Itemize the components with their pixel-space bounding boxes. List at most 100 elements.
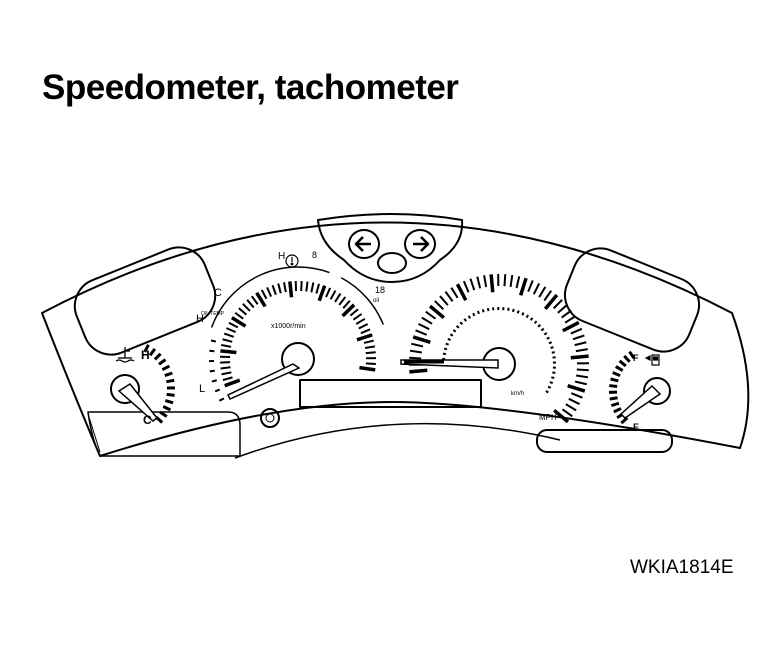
tachometer-needle [226, 363, 301, 400]
tachometer-tick [315, 283, 321, 294]
temp-gauge-tick [164, 399, 174, 405]
speedometer-kmh-tick [549, 381, 554, 384]
fuel-gauge-tick [610, 377, 619, 383]
speedometer-tick [562, 320, 580, 333]
tachometer-tick [271, 284, 277, 296]
speedometer-tick [509, 274, 514, 288]
speedometer-tick [564, 315, 576, 324]
speedometer-kmh-tick [452, 329, 457, 333]
speedometer-kmh-tick [512, 308, 515, 313]
speedometer-kmh-tick [476, 310, 480, 315]
temp-hot-label: H [141, 348, 150, 362]
speedometer-kmh-tick [507, 307, 510, 311]
fuel-empty-label: E [633, 422, 639, 432]
speedometer-tick [409, 368, 428, 374]
speedometer-kmh-tick [467, 315, 472, 319]
oil-temp-low-label: L [199, 383, 205, 395]
tachometer-bottom-icon: oil [373, 298, 379, 304]
tachometer-tick [310, 282, 315, 293]
speedometer-tick [444, 291, 454, 302]
speedometer-tick [576, 368, 589, 372]
speedometer-unit-kmh: km/h [511, 391, 524, 397]
speedometer-kmh-tick [551, 376, 555, 379]
fuel-gauge-tick [609, 384, 618, 388]
speedometer-tick [415, 329, 428, 336]
speedometer-tick [565, 403, 577, 412]
temp-gauge-tick [158, 358, 167, 366]
speedometer-tick [428, 304, 445, 320]
odometer-display [299, 379, 482, 408]
temp-gauge-tick [166, 392, 175, 397]
speedometer-tick [483, 275, 488, 288]
tachometer-tick [221, 344, 232, 348]
speedometer-tick [421, 316, 433, 325]
speedometer-kmh-tick [540, 327, 545, 332]
tachometer-tick [220, 366, 231, 370]
temp-gauge-tick [166, 378, 175, 384]
fuel-gauge-tick [628, 350, 636, 360]
speedometer-kmh-tick [481, 309, 485, 313]
speedometer-tick [567, 383, 586, 393]
tachometer-tick [356, 333, 373, 342]
tachometer-tick [255, 291, 267, 308]
speedometer-kmh-tick [449, 333, 454, 337]
oil-temp-icon-text: OIL TEMP [201, 311, 225, 317]
tachometer-outer-arc [210, 266, 330, 328]
speedometer-kmh-tick [521, 312, 525, 316]
coolant-temperature-icon [115, 347, 135, 363]
fuel-gauge-tick [614, 365, 624, 372]
speedometer-tick [557, 304, 568, 314]
speedometer-kmh-tick [550, 346, 554, 349]
lower-right-display [536, 429, 673, 453]
right-warning-window [564, 247, 700, 353]
speedometer-unit-mph: MPH [539, 413, 557, 422]
speedometer-tick [574, 380, 587, 386]
tachometer-tick [365, 351, 376, 355]
speedometer-tick [425, 310, 437, 320]
tachometer-tick [250, 295, 259, 305]
temp-gauge-tick [153, 352, 162, 361]
speedometer-kmh-tick [472, 312, 476, 317]
speedometer-tick [543, 293, 559, 310]
turn-signal-panel [317, 213, 464, 283]
fuel-pump-icon [644, 354, 660, 366]
oil-temp-tick [209, 369, 215, 373]
oil-pressure-icon [285, 254, 299, 268]
tachometer-tick [266, 286, 272, 297]
tachometer-scale-start: 8 [312, 250, 317, 260]
speedometer-kmh-tick [547, 385, 552, 389]
speedometer-kmh-tick [548, 341, 553, 345]
speedometer-tick [543, 290, 553, 302]
tachometer-tick [317, 285, 327, 302]
left-lower-pocket [87, 411, 241, 457]
speedometer-kmh-tick [545, 390, 549, 394]
speedometer-tick [489, 274, 495, 293]
fuel-gauge-tick [613, 407, 622, 414]
speedometer-tick [503, 274, 507, 287]
temp-gauge-tick [143, 344, 150, 353]
tachometer-tick [329, 290, 337, 300]
temp-cold-label: C [143, 413, 152, 427]
speedometer-tick [568, 397, 580, 406]
fuel-gauge-tick [610, 401, 620, 408]
left-warning-window [73, 246, 217, 356]
tachometer-tick [221, 371, 232, 376]
center-indicator-lens [377, 252, 407, 274]
speedometer-tick [469, 278, 476, 291]
tachometer-tick [220, 349, 237, 355]
tachometer-tick [341, 303, 356, 318]
tachometer-tick [349, 308, 359, 317]
speedometer-tick [439, 295, 449, 306]
speedometer-tick [527, 280, 534, 293]
oil-temp-hot-label: H [196, 313, 204, 325]
temp-gauge-needle [117, 383, 159, 422]
speedometer-tick [412, 335, 431, 345]
speedometer-tick [575, 348, 588, 353]
oil-temp-cold-label: C [214, 287, 222, 299]
fuel-gauge-tick [609, 396, 618, 401]
tachometer-tick [305, 281, 309, 292]
tachometer-scale-end: 18 [375, 285, 385, 295]
oil-temp-tick [218, 397, 225, 402]
speedometer-kmh-tick [445, 342, 449, 346]
figure-code: WKIA1814E [630, 557, 734, 578]
